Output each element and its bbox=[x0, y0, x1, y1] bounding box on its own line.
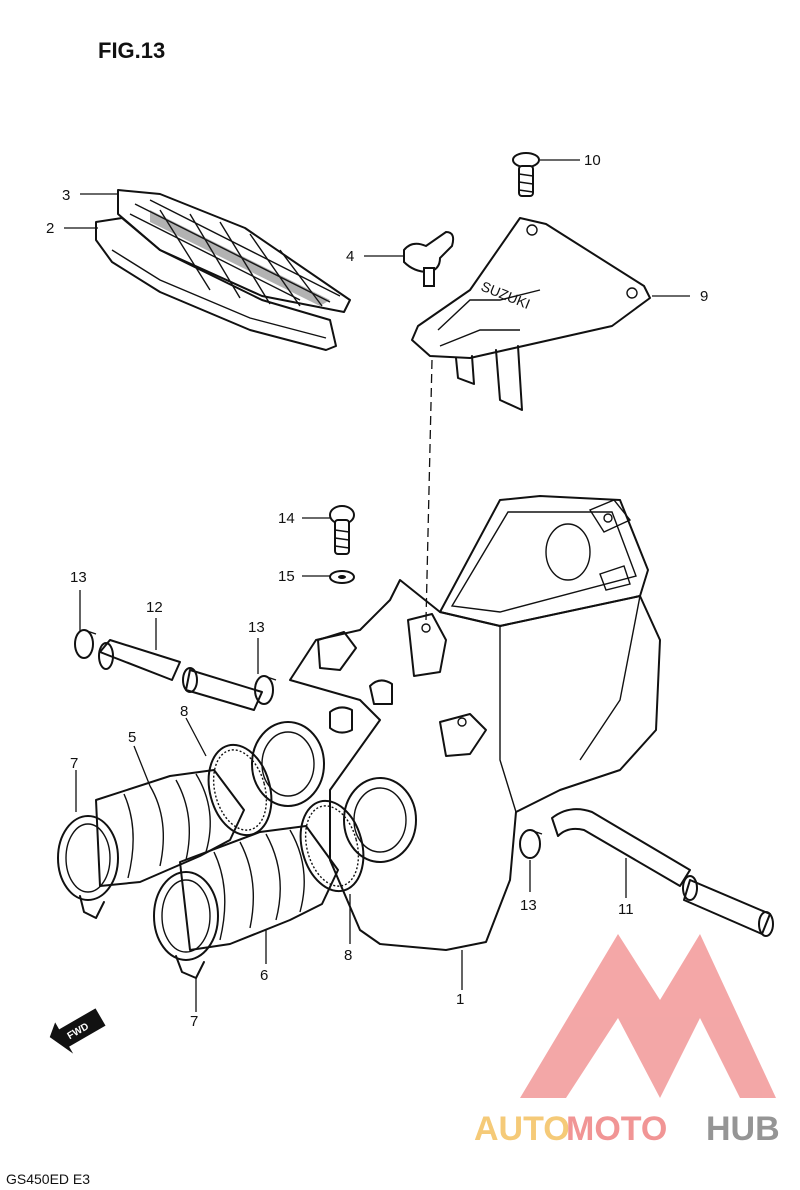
bolt-14 bbox=[329, 505, 355, 555]
filter-element-3 bbox=[117, 189, 351, 313]
washer-15 bbox=[329, 570, 355, 584]
filter-plate-2 bbox=[95, 217, 337, 351]
callout-5: 5 bbox=[128, 729, 136, 746]
watermark-part3: HUB bbox=[706, 1110, 780, 1148]
callout-4: 4 bbox=[346, 248, 354, 265]
callout-8-lower: 8 bbox=[344, 947, 352, 964]
callout-13-mid: 13 bbox=[248, 619, 265, 636]
callout-11: 11 bbox=[618, 901, 634, 918]
clamp-7-upper bbox=[57, 815, 119, 919]
watermark-part1: AUTO bbox=[474, 1110, 570, 1148]
clamp-7-lower bbox=[153, 871, 219, 979]
callouts: 3 2 10 4 9 14 15 13 12 13 8 5 7 13 11 8 … bbox=[46, 152, 708, 1030]
callout-10: 10 bbox=[584, 152, 601, 169]
cover-embossing: SUZUKI bbox=[479, 278, 533, 312]
leader-lines bbox=[64, 159, 690, 1012]
alignment-line bbox=[425, 359, 433, 621]
o-ring-8-lower bbox=[299, 799, 365, 893]
hose-clamp-13-right bbox=[519, 829, 543, 859]
watermark-text: AUTO MOTO HUB bbox=[474, 1110, 780, 1148]
fwd-arrow-icon: FWD bbox=[49, 1008, 106, 1054]
callout-14: 14 bbox=[278, 510, 295, 527]
figure-title: FIG.13 bbox=[98, 38, 165, 63]
hose-clamp-13-mid bbox=[254, 675, 277, 705]
callout-6: 6 bbox=[260, 967, 268, 984]
intake-boot-6 bbox=[179, 825, 339, 951]
watermark-logo bbox=[520, 934, 776, 1098]
model-code: GS450ED E3 bbox=[6, 1171, 90, 1187]
hose-12 bbox=[98, 639, 263, 711]
callout-7-lower: 7 bbox=[190, 1013, 198, 1030]
callout-1: 1 bbox=[456, 991, 464, 1008]
o-ring-8-upper bbox=[207, 743, 273, 837]
callout-2: 2 bbox=[46, 220, 54, 237]
callout-15: 15 bbox=[278, 568, 295, 585]
callout-13-right: 13 bbox=[520, 897, 537, 914]
callout-8-upper: 8 bbox=[180, 703, 188, 720]
wing-nut-4 bbox=[403, 230, 455, 287]
screw-10 bbox=[512, 152, 540, 197]
callout-9: 9 bbox=[700, 288, 708, 305]
callout-13-left: 13 bbox=[70, 569, 87, 586]
intake-boot-5 bbox=[95, 769, 245, 887]
callout-12: 12 bbox=[146, 599, 163, 616]
air-cleaner-housing-1 bbox=[251, 495, 661, 951]
watermark-part2: MOTO bbox=[566, 1110, 667, 1148]
callout-7-upper: 7 bbox=[70, 755, 78, 772]
callout-3: 3 bbox=[62, 187, 70, 204]
hose-clamp-13-left bbox=[74, 629, 97, 659]
drain-hose-11 bbox=[551, 808, 774, 937]
